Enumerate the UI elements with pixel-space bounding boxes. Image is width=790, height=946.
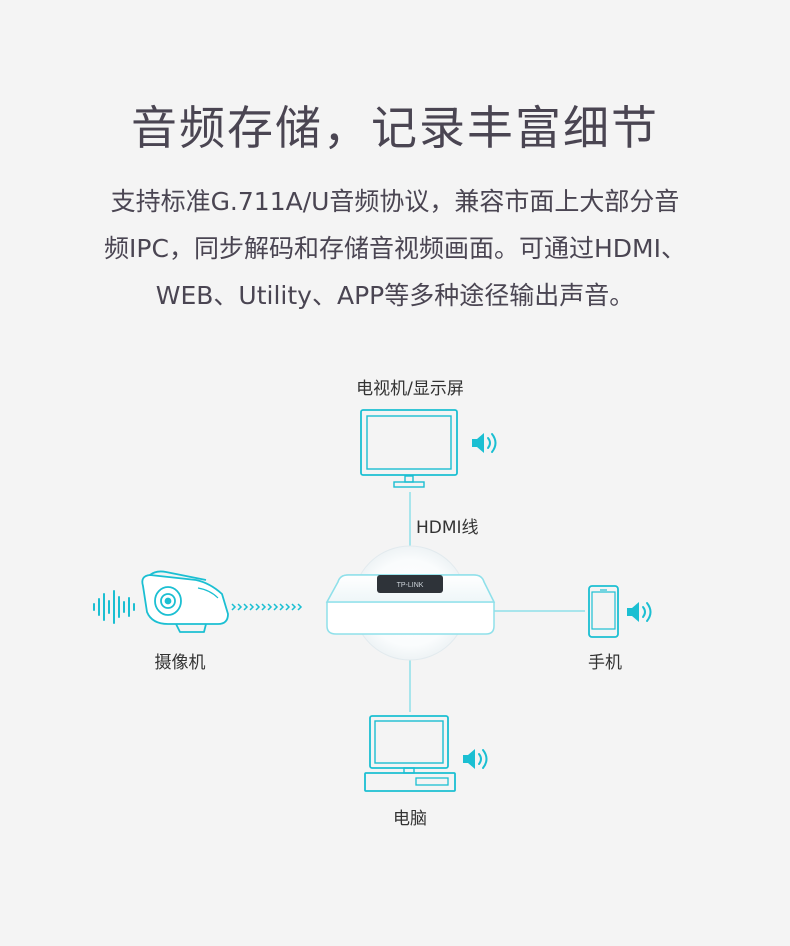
tv-label: 电视机/显示屏 [356,379,464,399]
phone-label: 手机 [588,653,622,673]
speaker-icon-phone [627,602,652,622]
speaker-icon-pc [463,749,488,769]
pc-label: 电脑 [393,809,427,829]
nvr-device: TP-LINK [325,574,496,635]
nvr-brand: TP-LINK [397,582,424,589]
pc-icon [364,715,456,792]
description: 支持标准G.711A/U音频协议，兼容市面上大部分音 频IPC，同步解码和存储音… [60,178,730,319]
camera-label: 摄像机 [154,653,206,673]
description-line-1: 支持标准G.711A/U音频协议，兼容市面上大部分音 [110,187,680,216]
sound-wave-icon [93,590,135,624]
camera-icon [141,570,229,633]
phone-icon [588,585,619,638]
description-line-3: WEB、Utility、APP等多种途径输出声音。 [155,281,635,310]
line-camera-nvr [231,603,303,611]
tv-icon [360,409,458,488]
speaker-icon-tv [472,433,497,453]
hdmi-label: HDMI线 [416,518,479,538]
description-line-2: 频IPC，同步解码和存储音视频画面。可通过HDMI、 [104,234,686,263]
page-title: 音频存储，记录丰富细节 [131,101,659,155]
